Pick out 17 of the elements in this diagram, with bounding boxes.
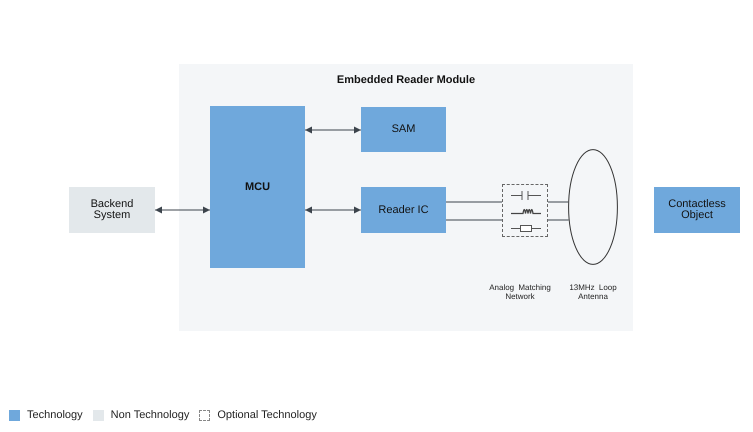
- double-arrow: [304, 126, 362, 134]
- legend-label: Non Technology: [110, 409, 190, 422]
- double-arrow: [304, 206, 362, 214]
- antenna-loop: [568, 149, 618, 265]
- component-caption: Analog Matching Network: [488, 283, 552, 301]
- reader-ic-box: Reader IC: [361, 187, 446, 233]
- panel-title: Embedded Reader Module: [336, 74, 476, 86]
- legend-label: Optional Technology: [217, 409, 317, 422]
- backend-box: Backend System: [69, 187, 155, 233]
- mcu-box: MCU: [210, 106, 305, 268]
- component-caption: 13MHz Loop Antenna: [568, 283, 618, 301]
- legend-label: Technology: [27, 409, 83, 422]
- module-panel: [179, 64, 633, 331]
- sam-box: SAM: [361, 107, 446, 152]
- dashed-frame: [502, 184, 548, 237]
- double-arrow: [154, 206, 210, 214]
- object-box: Contactless Object: [654, 187, 740, 233]
